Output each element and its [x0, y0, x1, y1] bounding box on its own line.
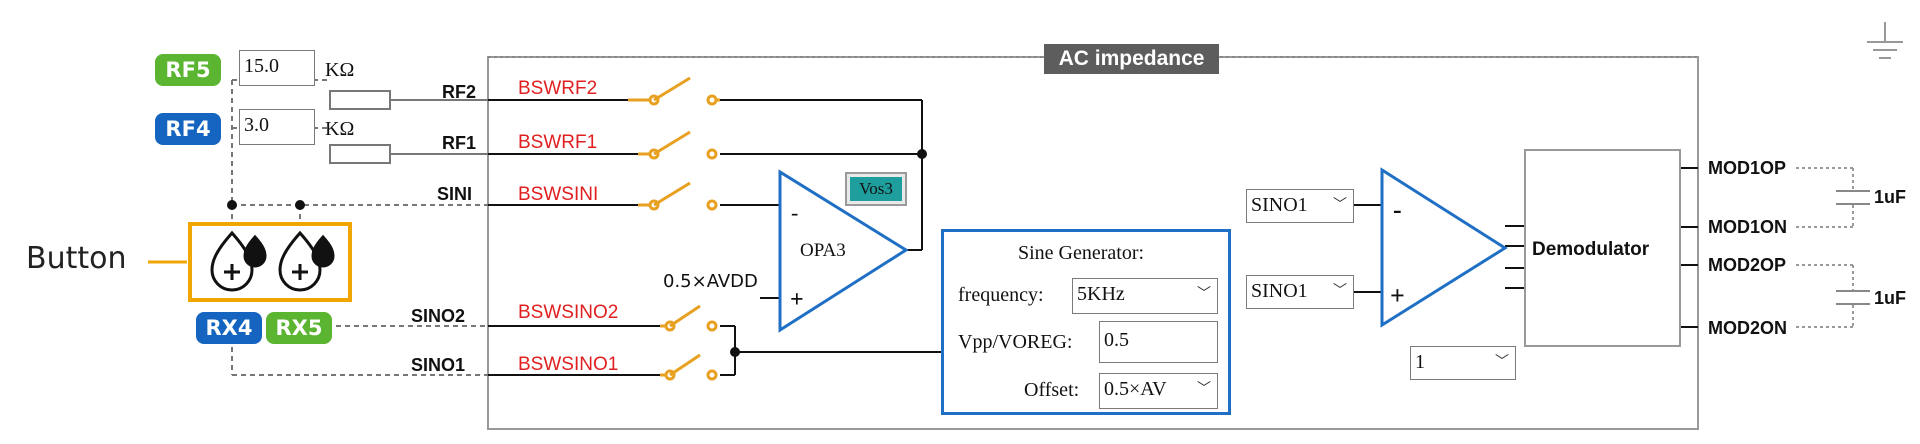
switch-label-bswsino1: BSWSINO1 — [518, 354, 618, 375]
frequency-label: frequency: — [958, 284, 1044, 306]
net-label-sino2: SINO2 — [411, 306, 465, 326]
frequency-value: 5KHz — [1077, 283, 1125, 305]
resistor-rf5 — [329, 90, 391, 110]
net-lines — [488, 99, 1698, 376]
junction-rx5 — [295, 200, 305, 210]
resistor-rf4 — [329, 144, 391, 164]
amp-input-top-select[interactable]: SINO1 ﹀ — [1246, 189, 1354, 223]
amplifier — [1380, 167, 1508, 328]
opamp-plus: + — [790, 287, 804, 313]
net-label-rf2: RF2 — [442, 82, 476, 102]
net-label-sini: SINI — [437, 184, 472, 204]
electrode-icon-rx4 — [210, 230, 267, 292]
switch-label-bswrf1: BSWRF1 — [518, 132, 597, 153]
badge-rf4: RF4 — [155, 113, 221, 145]
rf4-value-input[interactable]: 3.0 — [239, 109, 315, 145]
badge-rx4: RX4 — [196, 312, 262, 344]
switch-label-bswsino2: BSWSINO2 — [518, 302, 618, 323]
chevron-down-icon: ﹀ — [1197, 286, 1211, 302]
opamp-opa3 — [778, 169, 909, 333]
sine-generator-panel: Sine Generator: frequency: 5KHz ﹀ Vpp/VO… — [941, 229, 1231, 415]
vpp-input[interactable]: 0.5 — [1099, 321, 1218, 363]
opamp-minus: - — [791, 200, 798, 225]
net-label-rf1: RF1 — [442, 133, 476, 153]
switch-label-bswrf2: BSWRF2 — [518, 78, 597, 99]
output-mod1op: MOD1OP — [1708, 158, 1786, 178]
junction-rx4 — [227, 200, 237, 210]
gain-select[interactable]: 1 ﹀ — [1410, 346, 1516, 380]
amplifier-minus: - — [1393, 195, 1402, 224]
rf4-unit: KΩ — [325, 118, 354, 140]
offset-label: Offset: — [1024, 379, 1080, 401]
output-mod2on: MOD2ON — [1708, 318, 1787, 338]
amplifier-plus: + — [1390, 281, 1405, 310]
amp-input-bottom-value: SINO1 — [1251, 280, 1308, 302]
gain-value: 1 — [1415, 351, 1425, 373]
cap-wiring — [1796, 167, 1854, 328]
offset-select[interactable]: 0.5×AV ﹀ — [1099, 373, 1218, 409]
switches — [628, 76, 720, 381]
opamp-reference: 0.5×AVDD — [663, 271, 758, 292]
chevron-down-icon: ﹀ — [1333, 283, 1347, 299]
frequency-select[interactable]: 5KHz ﹀ — [1072, 278, 1218, 314]
vos3-button[interactable]: Vos3 — [845, 172, 907, 206]
net-label-sino1: SINO1 — [411, 355, 465, 375]
offset-value: 0.5×AV — [1104, 378, 1167, 400]
opamp-name: OPA3 — [800, 240, 846, 261]
rf5-unit: KΩ — [325, 59, 354, 81]
output-mod1on: MOD1ON — [1708, 217, 1787, 237]
panel-title: AC impedance — [1044, 44, 1219, 74]
badge-rf5: RF5 — [155, 54, 221, 86]
junction-sino — [730, 347, 740, 357]
switch-label-bswsini: BSWSINI — [518, 184, 598, 205]
badge-rx5: RX5 — [266, 312, 332, 344]
capacitor-label-2: 1uF — [1874, 288, 1906, 308]
chevron-down-icon: ﹀ — [1495, 354, 1509, 370]
ground-icon — [1867, 22, 1903, 59]
vos3-label: Vos3 — [850, 177, 902, 201]
sine-generator-title: Sine Generator: — [1018, 242, 1145, 264]
chevron-down-icon: ﹀ — [1333, 197, 1347, 213]
rf5-value-input[interactable]: 15.0 — [239, 50, 315, 86]
capacitor-label-1: 1uF — [1874, 187, 1906, 207]
demodulator-label: Demodulator — [1532, 239, 1650, 260]
demodulator-box — [1524, 149, 1681, 347]
capacitors — [1836, 190, 1870, 305]
amp-input-bottom-select[interactable]: SINO1 ﹀ — [1246, 275, 1354, 309]
electrode-icon-rx5 — [278, 230, 335, 292]
junction-rf — [917, 149, 927, 159]
amp-input-top-value: SINO1 — [1251, 194, 1308, 216]
chevron-down-icon: ﹀ — [1197, 381, 1211, 397]
output-mod2op: MOD2OP — [1708, 255, 1786, 275]
button-annotation-label: Button — [26, 241, 127, 276]
vpp-label: Vpp/VOREG: — [958, 331, 1073, 353]
